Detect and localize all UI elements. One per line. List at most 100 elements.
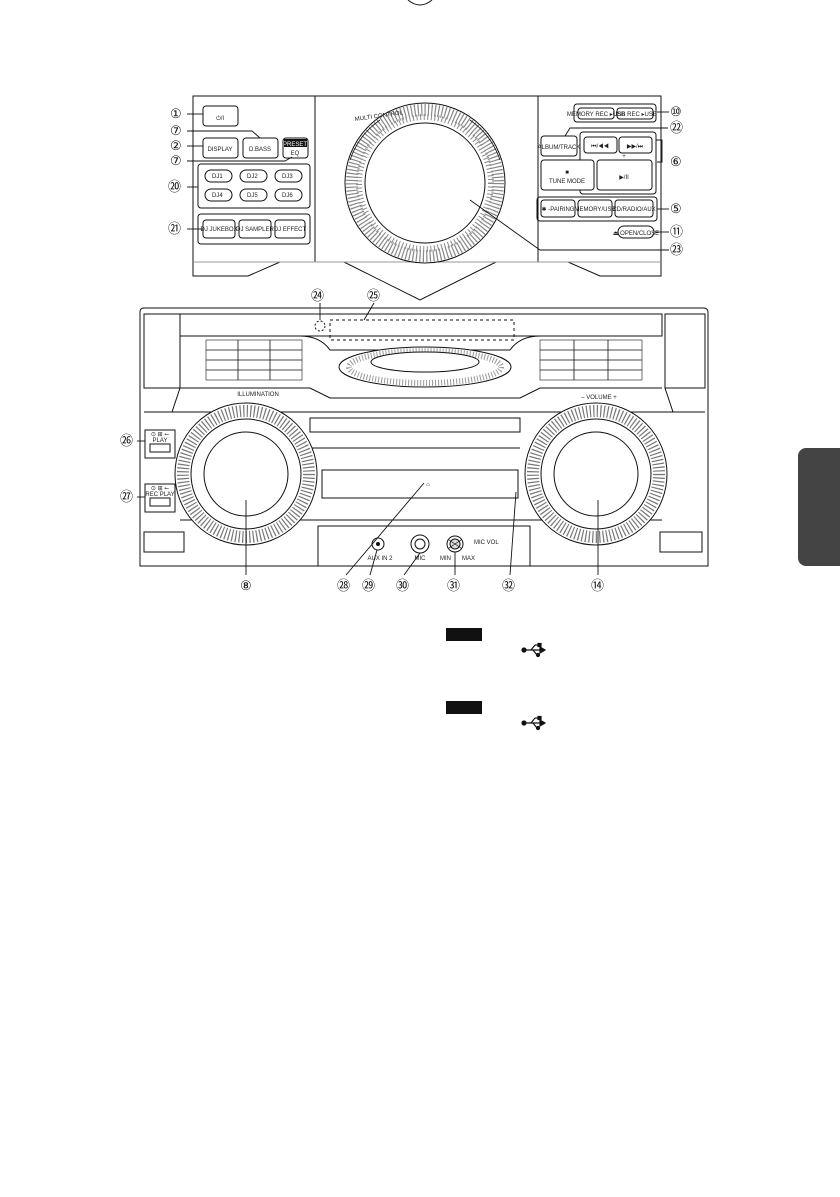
callout-22: ㉒ <box>670 120 683 135</box>
callouts-top: ① ⑦ ② ⑦ ⑳ ㉑ ⑩ ㉒ ⑥ ⑤ ⑪ ㉓ <box>168 104 683 257</box>
memory-rec-label: MEMORY REC ▸USB <box>567 112 625 118</box>
tune-mode-label: TUNE MODE <box>549 179 585 185</box>
callout-6: ⑥ <box>670 154 682 169</box>
play-pause-plus-label: + <box>622 154 626 160</box>
usb-port-1-icons: ⊙ ⊞ ⭠ <box>151 432 169 438</box>
preset-eq-highlight <box>284 139 307 147</box>
dj4-button[interactable] <box>204 188 233 202</box>
top-dial-oval <box>338 346 512 388</box>
callouts-lower: ㉔ ㉕ ㉖ ㉗ ⑧ ㉘ ㉙ ㉚ ㉛ ㉜ ⑭ <box>120 288 604 593</box>
dj-effect-label: DJ EFFECT <box>274 227 307 233</box>
open-close-label: ⏏ OPEN/CLOSE <box>613 231 659 237</box>
callout-29: ㉙ <box>362 578 375 593</box>
callout-1: ① <box>170 106 182 121</box>
note-markers <box>446 628 547 731</box>
display-button[interactable] <box>202 137 239 159</box>
callout-7a: ⑦ <box>170 123 182 138</box>
dj-sampler-button[interactable] <box>238 219 272 239</box>
rec-buttons-frame <box>573 103 657 123</box>
usb-port-1[interactable] <box>144 429 176 459</box>
skip-back-label: ⏮/◀◀ <box>591 143 609 150</box>
dj4-label: DJ4 <box>212 193 223 199</box>
left-button-group <box>197 105 311 245</box>
callout-23: ㉓ <box>670 242 683 257</box>
mic-vol-label: MIC VOL <box>474 540 499 546</box>
multi-control-dial[interactable] <box>344 102 506 264</box>
callout-5: ⑤ <box>670 201 682 216</box>
cd-radio-aux-button[interactable] <box>614 199 654 218</box>
callout-25: ㉕ <box>367 288 380 303</box>
illumination-label: ILLUMINATION <box>237 392 279 398</box>
disc-indicator-icon: ⌂ <box>426 482 430 488</box>
right-button-group <box>536 103 658 239</box>
note-marker-2 <box>446 701 482 714</box>
callout-26: ㉖ <box>120 433 133 448</box>
right-speaker-ring[interactable] <box>524 402 668 546</box>
memory-usb-button[interactable] <box>577 199 613 218</box>
cd-radio-aux-label: CD/RADIO/AUX <box>612 207 655 213</box>
volume-label: – VOLUME + <box>581 395 617 401</box>
dj1-button[interactable] <box>204 169 233 183</box>
callout-31: ㉛ <box>447 578 460 593</box>
dj3-button[interactable] <box>274 169 303 183</box>
usb-port-2[interactable] <box>144 483 176 513</box>
power-button[interactable] <box>202 105 239 127</box>
power-button-label: ⏻/I <box>216 115 224 122</box>
callout-28: ㉘ <box>337 578 350 593</box>
callout-10: ⑩ <box>670 104 682 119</box>
album-track-label: ALBUM/TRACK <box>538 145 581 151</box>
open-close-button[interactable] <box>617 225 655 239</box>
memory-rec-button[interactable] <box>577 107 615 120</box>
usb-port-2-icons: ⊙ ⊞ ⭠ <box>151 486 169 492</box>
callout-11: ⑪ <box>670 224 683 239</box>
dj-effect-button[interactable] <box>274 219 306 239</box>
page-top-mark <box>407 0 433 6</box>
callout-27: ㉗ <box>120 489 133 504</box>
callout-32: ㉜ <box>502 578 515 593</box>
callout-20: ⑳ <box>168 179 181 194</box>
display-button-label: DISPLAY <box>208 147 233 153</box>
dj6-button[interactable] <box>274 188 303 202</box>
usb-port-1-label: PLAY <box>153 438 168 444</box>
min-label: MIN <box>440 556 451 562</box>
dj5-button[interactable] <box>239 188 268 202</box>
tune-mode-button[interactable] <box>540 159 595 191</box>
callout-lines-lower <box>137 302 599 576</box>
aux-in-jack[interactable] <box>371 537 385 551</box>
left-speaker-ring[interactable] <box>174 402 318 546</box>
skip-back-button[interactable] <box>583 136 618 154</box>
dj-jukebox-label: DJ JUKEBOX <box>200 227 237 233</box>
skip-forward-button[interactable] <box>618 136 653 154</box>
play-pause-button[interactable] <box>596 159 653 191</box>
play-pause-label: ▶/II <box>619 175 629 181</box>
usb-rec-label: USB REC ▸USB <box>613 112 657 118</box>
mic-jack[interactable] <box>410 534 430 554</box>
dj5-label: DJ5 <box>247 193 258 199</box>
dj2-button[interactable] <box>239 169 268 183</box>
dj3-label: DJ3 <box>282 174 293 180</box>
pairing-button[interactable] <box>540 199 576 218</box>
pairing-label: ✱ -PAIRING <box>542 206 575 213</box>
preset-eq-top-label: PRESET <box>283 142 307 148</box>
dj2-label: DJ2 <box>247 174 258 180</box>
usb-port-2-label: REC PLAY <box>145 492 174 498</box>
mic-label: MIC <box>415 556 427 562</box>
dj1-label: DJ1 <box>212 174 223 180</box>
mic-vol-knob[interactable] <box>446 535 464 553</box>
usb-rec-button[interactable] <box>616 107 654 120</box>
callout-8: ⑧ <box>240 578 252 593</box>
dj-sampler-label: DJ SAMPLER <box>236 227 274 233</box>
max-label: MAX <box>462 556 475 562</box>
album-track-button[interactable] <box>540 135 578 157</box>
section-tab <box>798 448 840 566</box>
aux-in-label: AUX IN 2 <box>367 556 393 562</box>
d-bass-button[interactable] <box>242 137 279 159</box>
callout-14: ⑭ <box>591 578 604 593</box>
callout-2: ② <box>170 138 182 153</box>
callout-21: ㉑ <box>168 221 181 236</box>
preset-eq-bottom-label: EQ <box>291 151 300 157</box>
callout-lines <box>187 111 669 251</box>
callout-24: ㉔ <box>311 288 324 303</box>
